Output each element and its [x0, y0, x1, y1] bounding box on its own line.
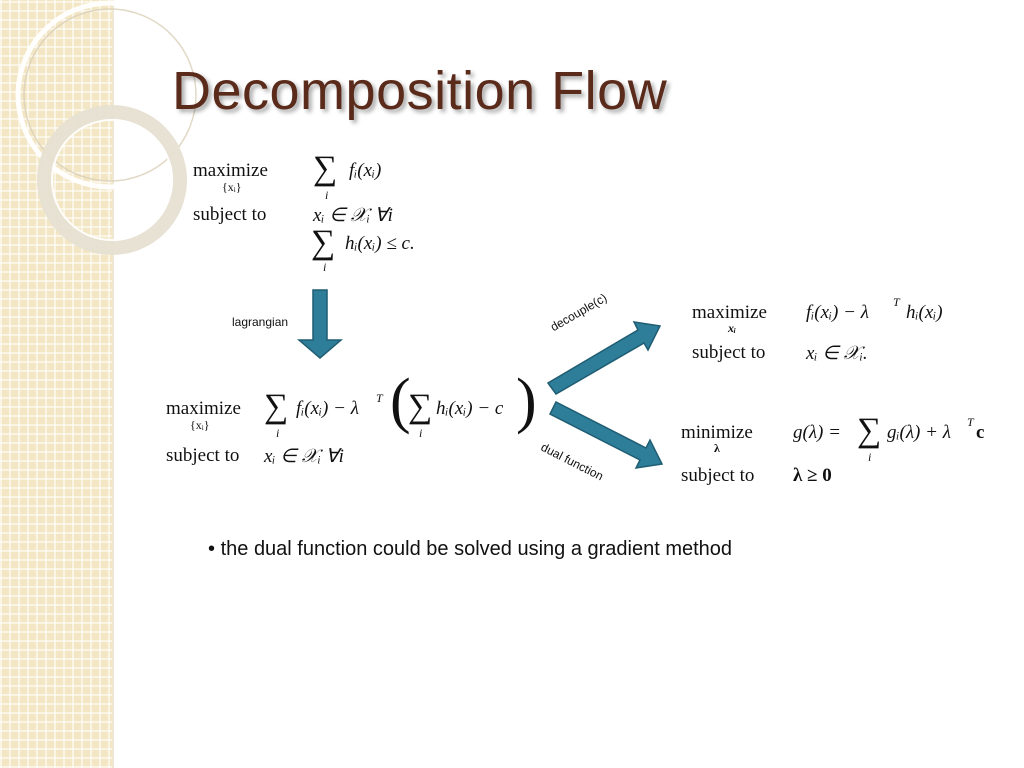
decoupled-constraint: xᵢ ∈ 𝒳ᵢ.	[806, 343, 868, 364]
lagrangian-maximize: maximize	[166, 398, 241, 419]
primal-maximize-sub: {xᵢ}	[222, 180, 242, 194]
dual-sum-index: i	[868, 450, 872, 464]
decoupled-objective-a: fᵢ(xᵢ) − λ	[806, 302, 869, 323]
lagrangian-open-paren: (	[390, 367, 411, 435]
decoupled-objective-b: hᵢ(xᵢ)	[906, 302, 943, 323]
down-right-arrow-icon	[548, 400, 664, 469]
primal-maximize: maximize	[193, 160, 268, 181]
primal-sum-index: i	[325, 188, 329, 202]
slide-title: Decomposition Flow	[172, 61, 668, 121]
lagrangian-close-paren: )	[516, 367, 537, 435]
lagrangian-sum-symbol: ∑	[264, 388, 289, 425]
dual-objective-a: g(λ) =	[793, 422, 841, 443]
dual-sum-symbol: ∑	[857, 412, 882, 449]
primal-objective: fᵢ(xᵢ)	[349, 160, 382, 181]
dual-objective-c: c	[976, 422, 985, 443]
decoupled-superscript: T	[893, 295, 900, 309]
up-right-arrow-icon	[546, 321, 662, 395]
lagrangian-superscript: T	[376, 391, 383, 405]
dual-subject-to: subject to	[681, 465, 755, 486]
lagrangian-sum-index: i	[276, 426, 280, 440]
primal-constraint-1: xᵢ ∈ 𝒳ᵢ ∀i	[313, 205, 393, 226]
primal-sum-symbol: ∑	[313, 150, 338, 187]
decoupled-maximize: maximize	[692, 302, 767, 323]
lagrangian-sum-index-2: i	[419, 426, 423, 440]
dual-constraint: λ ≥ 0	[793, 465, 832, 486]
bullet-point: • the dual function could be solved usin…	[208, 538, 732, 561]
dual-superscript: T	[967, 415, 974, 429]
lagrangian-constraint: xᵢ ∈ 𝒳ᵢ ∀i	[264, 446, 344, 467]
primal-sum-symbol-2: ∑	[311, 224, 336, 261]
bullet-marker: •	[208, 538, 216, 560]
decoupled-subject-to: subject to	[692, 342, 766, 363]
dual-objective-b: gᵢ(λ) + λ	[887, 422, 951, 443]
dual-minimize: minimize	[681, 422, 753, 443]
decorative-rings	[15, 0, 200, 255]
lagrangian-subject-to: subject to	[166, 445, 240, 466]
lagrangian-maximize-sub: {xᵢ}	[190, 418, 210, 432]
lagrangian-sum-symbol-2: ∑	[408, 388, 433, 425]
lagrangian-objective-b: hᵢ(xᵢ) − c	[436, 398, 504, 419]
primal-sum-index-2: i	[323, 260, 327, 274]
lagrangian-label: lagrangian	[232, 315, 289, 329]
lagrangian-objective-a: fᵢ(xᵢ) − λ	[296, 398, 359, 419]
bullet-text: the dual function could be solved using …	[220, 538, 733, 560]
down-arrow-icon	[296, 289, 344, 359]
dual-minimize-sub: λ	[714, 441, 720, 455]
primal-subject-to: subject to	[193, 204, 267, 225]
primal-constraint-2: hᵢ(xᵢ) ≤ c.	[345, 233, 415, 254]
decorative-sidebar	[0, 0, 114, 768]
decoupled-maximize-sub: xᵢ	[728, 321, 737, 335]
